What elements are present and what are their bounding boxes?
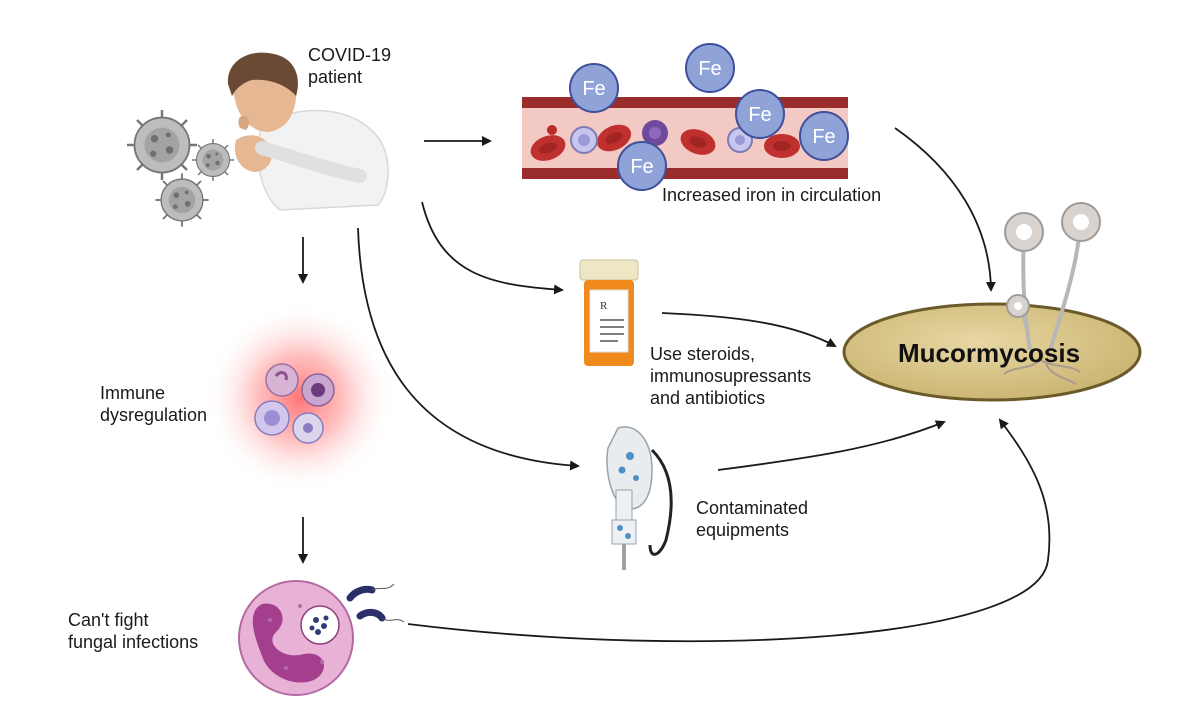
label-steroids: Use steroids, immunosupressants and anti… <box>650 344 812 408</box>
petri-dish-icon <box>842 302 1142 402</box>
label-mucormycosis: Mucormycosis <box>898 338 1081 368</box>
arrows <box>298 127 1051 643</box>
svg-text:R: R <box>600 300 608 312</box>
label-contaminated-equipment: Contaminated equipments <box>696 498 809 540</box>
pill-bottle-icon: R <box>579 259 639 366</box>
bacteria-icon <box>346 583 405 623</box>
fe-label: Fe <box>748 104 771 126</box>
fe-ion-5: Fe <box>617 141 667 191</box>
label-covid-patient: COVID-19 patient <box>308 45 392 87</box>
label-immune-dysregulation: Immune dysregulation <box>100 383 208 425</box>
blood-vessel-icon <box>522 97 848 179</box>
label-cant-fight-infections: Can't fight fungal infections <box>68 610 199 652</box>
oxygen-mask-icon <box>606 426 673 570</box>
arrow-patient-to-steroids <box>421 201 564 295</box>
arrow-steroids-to-mucor <box>661 312 837 347</box>
virus-icon <box>125 108 235 228</box>
fe-label: Fe <box>582 78 605 100</box>
arrow-equipment-to-mucor <box>717 420 946 471</box>
person-icon <box>227 52 389 211</box>
label-increased-iron: Increased iron in circulation <box>662 185 882 205</box>
immune-cells-icon <box>205 303 395 493</box>
fe-ion-3: Fe <box>735 89 785 139</box>
fe-label: Fe <box>812 126 835 148</box>
fe-label: Fe <box>630 156 653 178</box>
arrow-iron-to-mucor <box>894 127 996 292</box>
neutrophil-icon <box>238 580 354 696</box>
iron-ions: Fe Fe Fe Fe Fe <box>569 43 849 191</box>
fe-ion-4: Fe <box>799 111 849 161</box>
fe-label: Fe <box>698 58 721 80</box>
arrow-neutrophil-to-mucor <box>407 418 1051 643</box>
arrow-patient-to-equipment <box>357 227 580 471</box>
fungus-icon <box>1003 202 1101 385</box>
fe-ion-2: Fe <box>685 43 735 93</box>
fe-ion-1: Fe <box>569 63 619 113</box>
